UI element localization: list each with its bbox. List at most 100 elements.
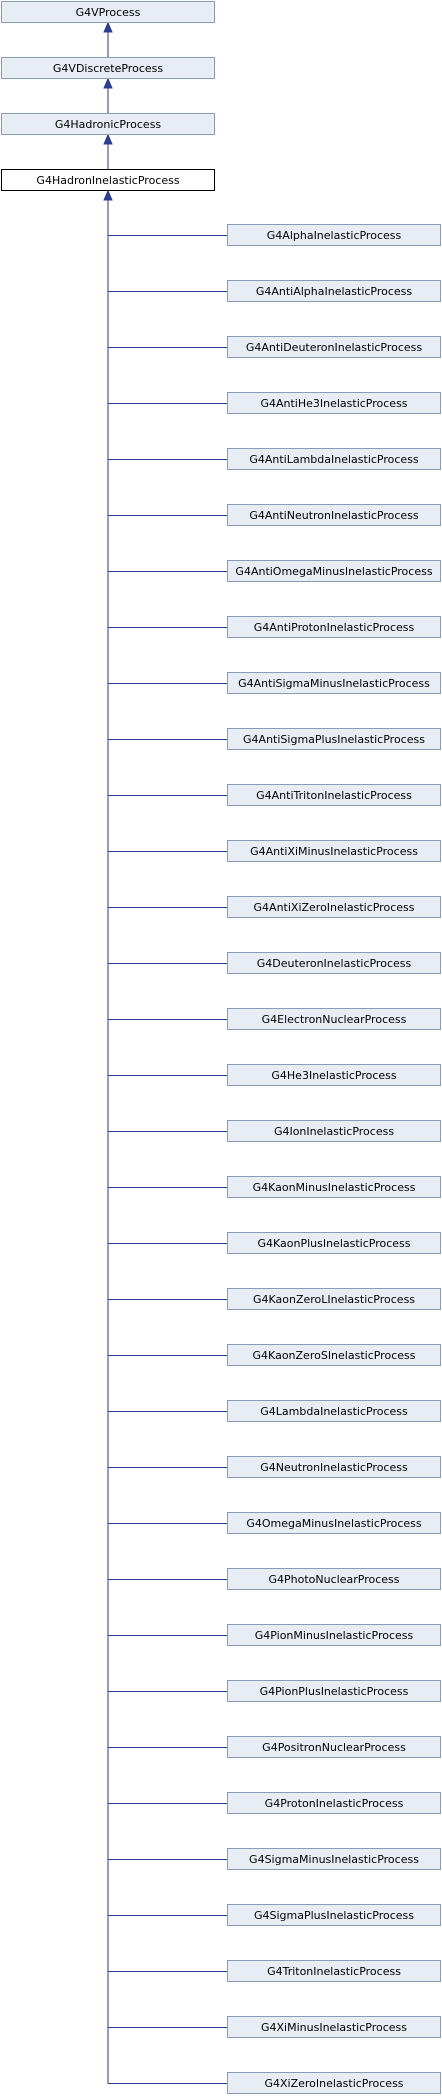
class-node-g4-neutron-inelastic-process[interactable]: G4NeutronInelasticProcess [227, 1456, 441, 1478]
class-node-g4-anti-he3-inelastic-process[interactable]: G4AntiHe3InelasticProcess [227, 392, 441, 414]
class-node-g4-anti-xi-minus-inelastic-process-label: G4AntiXiMinusInelasticProcess [250, 845, 418, 858]
class-node-g4-sigma-minus-inelastic-process-box [227, 1848, 441, 1870]
class-node-g4-anti-lambda-inelastic-process[interactable]: G4AntiLambdaInelasticProcess [227, 448, 441, 470]
class-node-g4-pion-plus-inelastic-process[interactable]: G4PionPlusInelasticProcess [227, 1680, 441, 1702]
class-node-g4-kaon-zero-l-inelastic-process[interactable]: G4KaonZeroLInelasticProcess [227, 1288, 441, 1310]
class-node-g4-proton-inelastic-process[interactable]: G4ProtonInelasticProcess [227, 1792, 441, 1814]
class-node-g4-ion-inelastic-process[interactable]: G4IonInelasticProcess [227, 1120, 441, 1142]
class-node-g4-sigma-plus-inelastic-process[interactable]: G4SigmaPlusInelasticProcess [227, 1904, 441, 1926]
class-node-g4-anti-lambda-inelastic-process-label: G4AntiLambdaInelasticProcess [249, 453, 419, 466]
class-node-g4-anti-sigma-minus-inelastic-process-label: G4AntiSigmaMinusInelasticProcess [238, 677, 430, 690]
class-node-g4-anti-sigma-plus-inelastic-process[interactable]: G4AntiSigmaPlusInelasticProcess [227, 728, 441, 750]
class-node-g4-sigma-plus-inelastic-process-box [227, 1904, 441, 1926]
class-node-g4-pion-minus-inelastic-process-box [227, 1624, 441, 1646]
class-node-g4-anti-xi-zero-inelastic-process[interactable]: G4AntiXiZeroInelasticProcess [227, 896, 441, 918]
class-node-g4-anti-proton-inelastic-process[interactable]: G4AntiProtonInelasticProcess [227, 616, 441, 638]
class-node-g4-anti-alpha-inelastic-process-label: G4AntiAlphaInelasticProcess [256, 285, 413, 298]
class-node-g4-v-process[interactable]: G4VProcess [1, 1, 215, 23]
class-node-g4-xi-zero-inelastic-process[interactable]: G4XiZeroInelasticProcess [227, 2072, 441, 2094]
class-node-g4-hadron-inelastic-process[interactable]: G4HadronInelasticProcess [1, 169, 215, 191]
class-node-g4-anti-deuteron-inelastic-process-label: G4AntiDeuteronInelasticProcess [246, 341, 423, 354]
class-node-g4-kaon-zero-s-inelastic-process-box [227, 1344, 441, 1366]
class-node-g4-xi-zero-inelastic-process-label: G4XiZeroInelasticProcess [264, 2077, 403, 2090]
class-node-g4-electron-nuclear-process[interactable]: G4ElectronNuclearProcess [227, 1008, 441, 1030]
class-node-g4-anti-omega-minus-inelastic-process-label: G4AntiOmegaMinusInelasticProcess [235, 565, 432, 578]
class-node-g4-kaon-plus-inelastic-process-box [227, 1232, 441, 1254]
class-node-g4-sigma-minus-inelastic-process[interactable]: G4SigmaMinusInelasticProcess [227, 1848, 441, 1870]
inheritance-arrow-2 [103, 133, 113, 145]
class-node-g4-photo-nuclear-process-box [227, 1568, 441, 1590]
class-node-g4-electron-nuclear-process-box [227, 1008, 441, 1030]
class-node-g4-anti-omega-minus-inelastic-process[interactable]: G4AntiOmegaMinusInelasticProcess [227, 560, 441, 582]
class-node-g4-alpha-inelastic-process-label: G4AlphaInelasticProcess [267, 229, 402, 242]
class-node-g4-triton-inelastic-process-box [227, 1960, 441, 1982]
subclass-trunk-arrow [103, 189, 113, 201]
class-node-g4-positron-nuclear-process[interactable]: G4PositronNuclearProcess [227, 1736, 441, 1758]
class-node-g4-hadron-inelastic-process-box [1, 169, 215, 191]
class-node-g4-hadronic-process-box [1, 113, 215, 135]
class-node-g4-positron-nuclear-process-label: G4PositronNuclearProcess [262, 1741, 406, 1754]
class-node-g4-anti-xi-zero-inelastic-process-box [227, 896, 441, 918]
class-node-g4-kaon-plus-inelastic-process[interactable]: G4KaonPlusInelasticProcess [227, 1232, 441, 1254]
class-node-g4-neutron-inelastic-process-label: G4NeutronInelasticProcess [260, 1461, 408, 1474]
class-node-g4-lambda-inelastic-process-box [227, 1400, 441, 1422]
class-node-g4-kaon-zero-s-inelastic-process-label: G4KaonZeroSInelasticProcess [253, 1349, 416, 1362]
class-node-g4-omega-minus-inelastic-process[interactable]: G4OmegaMinusInelasticProcess [227, 1512, 441, 1534]
class-node-g4-photo-nuclear-process[interactable]: G4PhotoNuclearProcess [227, 1568, 441, 1590]
class-node-g4-anti-triton-inelastic-process-box [227, 784, 441, 806]
class-node-g4-lambda-inelastic-process-label: G4LambdaInelasticProcess [260, 1405, 408, 1418]
class-node-g4-he3-inelastic-process-box [227, 1064, 441, 1086]
class-node-g4-v-discrete-process[interactable]: G4VDiscreteProcess [1, 57, 215, 79]
class-node-g4-hadronic-process-label: G4HadronicProcess [55, 118, 162, 131]
class-node-g4-anti-sigma-minus-inelastic-process[interactable]: G4AntiSigmaMinusInelasticProcess [227, 672, 441, 694]
class-node-g4-kaon-minus-inelastic-process-label: G4KaonMinusInelasticProcess [253, 1181, 416, 1194]
class-node-g4-he3-inelastic-process-label: G4He3InelasticProcess [271, 1069, 396, 1082]
class-node-g4-positron-nuclear-process-box [227, 1736, 441, 1758]
class-node-g4-anti-xi-zero-inelastic-process-label: G4AntiXiZeroInelasticProcess [254, 901, 415, 914]
class-node-g4-anti-sigma-minus-inelastic-process-box [227, 672, 441, 694]
class-node-g4-anti-sigma-plus-inelastic-process-label: G4AntiSigmaPlusInelasticProcess [243, 733, 425, 746]
class-node-g4-deuteron-inelastic-process-label: G4DeuteronInelasticProcess [257, 957, 412, 970]
class-node-g4-pion-minus-inelastic-process[interactable]: G4PionMinusInelasticProcess [227, 1624, 441, 1646]
inheritance-arrow-1 [103, 77, 113, 89]
class-node-g4-anti-he3-inelastic-process-label: G4AntiHe3InelasticProcess [260, 397, 407, 410]
class-node-g4-kaon-zero-s-inelastic-process[interactable]: G4KaonZeroSInelasticProcess [227, 1344, 441, 1366]
class-node-g4-kaon-plus-inelastic-process-label: G4KaonPlusInelasticProcess [257, 1237, 410, 1250]
class-node-g4-ion-inelastic-process-box [227, 1120, 441, 1142]
class-node-g4-anti-alpha-inelastic-process-box [227, 280, 441, 302]
class-node-g4-kaon-minus-inelastic-process-box [227, 1176, 441, 1198]
class-node-g4-hadronic-process[interactable]: G4HadronicProcess [1, 113, 215, 135]
class-node-g4-anti-sigma-plus-inelastic-process-box [227, 728, 441, 750]
class-node-g4-omega-minus-inelastic-process-label: G4OmegaMinusInelasticProcess [246, 1517, 422, 1530]
class-node-g4-deuteron-inelastic-process[interactable]: G4DeuteronInelasticProcess [227, 952, 441, 974]
class-node-g4-xi-minus-inelastic-process[interactable]: G4XiMinusInelasticProcess [227, 2016, 441, 2038]
class-node-g4-xi-minus-inelastic-process-box [227, 2016, 441, 2038]
class-node-g4-anti-alpha-inelastic-process[interactable]: G4AntiAlphaInelasticProcess [227, 280, 441, 302]
class-node-g4-he3-inelastic-process[interactable]: G4He3InelasticProcess [227, 1064, 441, 1086]
class-node-g4-alpha-inelastic-process-box [227, 224, 441, 246]
class-node-g4-anti-triton-inelastic-process[interactable]: G4AntiTritonInelasticProcess [227, 784, 441, 806]
class-node-g4-xi-minus-inelastic-process-label: G4XiMinusInelasticProcess [261, 2021, 407, 2034]
class-node-g4-triton-inelastic-process-label: G4TritonInelasticProcess [267, 1965, 401, 1978]
class-node-g4-anti-proton-inelastic-process-label: G4AntiProtonInelasticProcess [254, 621, 415, 634]
class-node-g4-anti-xi-minus-inelastic-process[interactable]: G4AntiXiMinusInelasticProcess [227, 840, 441, 862]
class-node-g4-anti-deuteron-inelastic-process[interactable]: G4AntiDeuteronInelasticProcess [227, 336, 441, 358]
class-node-g4-alpha-inelastic-process[interactable]: G4AlphaInelasticProcess [227, 224, 441, 246]
inheritance-arrow-0 [103, 21, 113, 33]
class-node-g4-anti-neutron-inelastic-process[interactable]: G4AntiNeutronInelasticProcess [227, 504, 441, 526]
class-node-g4-anti-xi-minus-inelastic-process-box [227, 840, 441, 862]
class-node-g4-triton-inelastic-process[interactable]: G4TritonInelasticProcess [227, 1960, 441, 1982]
class-node-g4-anti-neutron-inelastic-process-label: G4AntiNeutronInelasticProcess [249, 509, 419, 522]
class-node-g4-proton-inelastic-process-box [227, 1792, 441, 1814]
class-node-g4-xi-zero-inelastic-process-box [227, 2072, 441, 2094]
class-node-g4-lambda-inelastic-process[interactable]: G4LambdaInelasticProcess [227, 1400, 441, 1422]
class-node-g4-anti-he3-inelastic-process-box [227, 392, 441, 414]
class-node-g4-kaon-zero-l-inelastic-process-box [227, 1288, 441, 1310]
class-node-g4-anti-deuteron-inelastic-process-box [227, 336, 441, 358]
class-node-g4-v-process-label: G4VProcess [76, 6, 141, 19]
class-node-g4-pion-plus-inelastic-process-box [227, 1680, 441, 1702]
class-node-g4-electron-nuclear-process-label: G4ElectronNuclearProcess [262, 1013, 407, 1026]
class-node-g4-pion-plus-inelastic-process-label: G4PionPlusInelasticProcess [260, 1685, 409, 1698]
class-node-g4-kaon-minus-inelastic-process[interactable]: G4KaonMinusInelasticProcess [227, 1176, 441, 1198]
